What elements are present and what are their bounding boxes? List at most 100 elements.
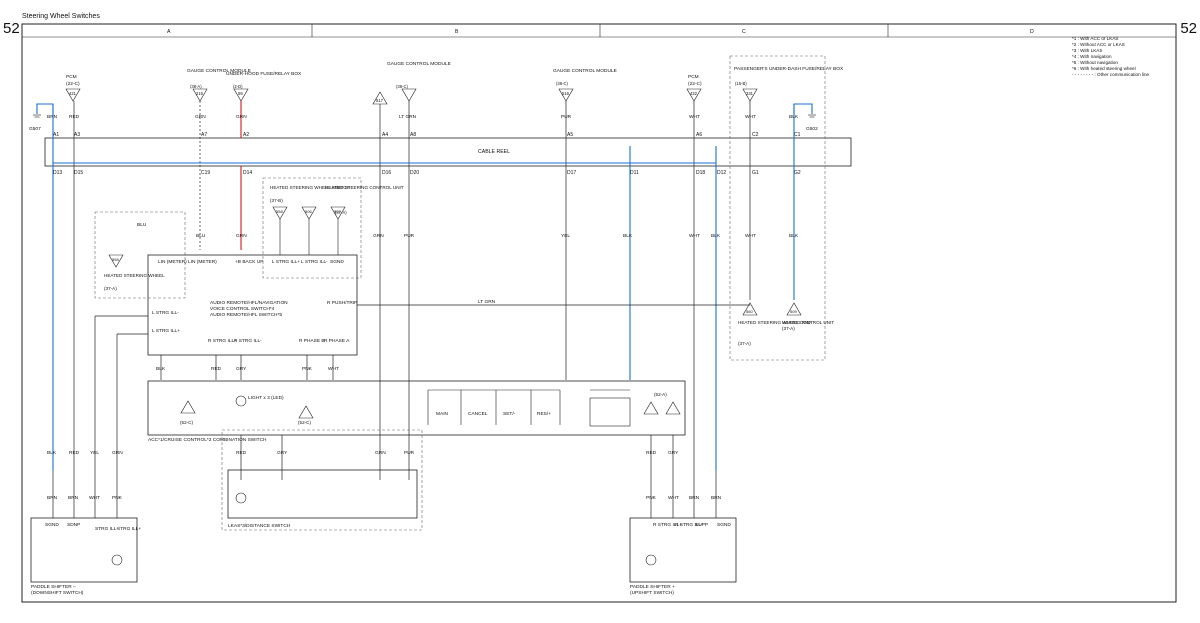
svg-text:UNDER-HOOD FUSE/RELAY BOX: UNDER-HOOD FUSE/RELAY BOX bbox=[226, 71, 302, 77]
cable-reel bbox=[44, 137, 852, 167]
svg-text:HEATED PAD: HEATED PAD bbox=[782, 320, 811, 325]
svg-text:(2-D): (2-D) bbox=[233, 84, 243, 89]
svg-text:LT GRN: LT GRN bbox=[478, 299, 496, 305]
svg-text:PUR: PUR bbox=[561, 114, 572, 120]
svg-text:GRY: GRY bbox=[668, 450, 679, 456]
svg-text:LIN (METER): LIN (METER) bbox=[188, 259, 217, 265]
svg-text:(38-C): (38-C) bbox=[556, 81, 568, 86]
combination-switch-label: ACC*1/CRUISE CONTROL*2 COMBINATION SWITC… bbox=[148, 437, 267, 443]
svg-text:BLK: BLK bbox=[47, 450, 57, 456]
svg-text:+B BACK UP: +B BACK UP bbox=[235, 259, 263, 265]
svg-text:*3 : With LKAS: *3 : With LKAS bbox=[1072, 48, 1102, 53]
svg-text:PADDLE SHIFTER –: PADDLE SHIFTER – bbox=[31, 584, 76, 590]
svg-text:RED: RED bbox=[69, 114, 80, 120]
combo-buttons: MAIN CANCEL SET/- RES/+ bbox=[436, 411, 551, 417]
svg-text:GAUGE CONTROL MODULE: GAUGE CONTROL MODULE bbox=[387, 61, 451, 67]
svg-text:C1: C1 bbox=[794, 132, 801, 138]
svg-text:BRN: BRN bbox=[689, 495, 700, 501]
page-number-right: 52 bbox=[1180, 20, 1197, 37]
svg-text:(38-A): (38-A) bbox=[190, 84, 202, 89]
svg-text:R STRG ILL-: R STRG ILL- bbox=[675, 522, 703, 528]
svg-text:L STRG ILL-: L STRG ILL- bbox=[152, 310, 179, 316]
svg-text:WHT: WHT bbox=[89, 495, 100, 501]
top-connectors bbox=[65, 88, 758, 105]
svg-text:BRN: BRN bbox=[47, 114, 58, 120]
column-label-d: D bbox=[1030, 29, 1034, 35]
svg-text:WHT: WHT bbox=[745, 233, 756, 239]
svg-text:D13: D13 bbox=[53, 170, 62, 176]
svg-text:(37-B): (37-B) bbox=[270, 198, 283, 203]
svg-text:D15: D15 bbox=[74, 170, 83, 176]
heated-unit-pin-a: 506 bbox=[305, 209, 312, 214]
svg-text:PUR: PUR bbox=[404, 450, 415, 456]
paddle-shifter-down bbox=[30, 517, 138, 583]
svg-text:YEL: YEL bbox=[561, 233, 570, 239]
svg-text:R PHASE A: R PHASE A bbox=[324, 338, 350, 344]
svg-text:WHT: WHT bbox=[668, 495, 679, 501]
svg-text:L STRG ILL+: L STRG ILL+ bbox=[272, 259, 300, 265]
audio-switch-wires bbox=[160, 355, 334, 380]
heated-pad-pin: 509 bbox=[790, 309, 797, 314]
svg-text:331: 331 bbox=[746, 91, 754, 96]
svg-text:GAUGE CONTROL MODULE: GAUGE CONTROL MODULE bbox=[187, 68, 251, 74]
heated-wheel-label: HEATED STEERING WHEEL bbox=[104, 273, 165, 278]
audio-remote-switch bbox=[147, 254, 358, 356]
heated-switch-box bbox=[262, 177, 362, 279]
svg-text:LT GRN: LT GRN bbox=[399, 114, 417, 120]
reel-top-pins: A1 A3 A7 A2 A4 A8 A5 A6 C2 C1 bbox=[53, 132, 801, 138]
svg-text:BLU: BLU bbox=[196, 233, 206, 239]
svg-text:(37-A): (37-A) bbox=[738, 341, 751, 346]
svg-text:59: 59 bbox=[238, 91, 243, 96]
svg-text:(22-C): (22-C) bbox=[66, 81, 80, 87]
svg-text:D20: D20 bbox=[410, 170, 419, 176]
svg-text:(DOWNSHIFT SWITCH): (DOWNSHIFT SWITCH) bbox=[31, 590, 84, 596]
reel-bottom-pins: D13 D15 C19 D14 D16 D20 D17 D11 D18 D12 … bbox=[53, 170, 801, 176]
svg-text:MAIN: MAIN bbox=[436, 411, 449, 417]
heated-wheel-pin: 558 bbox=[112, 257, 119, 262]
svg-text:SUPP: SUPP bbox=[695, 522, 708, 528]
svg-text:PNK: PNK bbox=[302, 366, 313, 372]
svg-text:BRN: BRN bbox=[711, 495, 722, 501]
svg-text:A4: A4 bbox=[382, 132, 388, 138]
heated-switch-connectors bbox=[272, 206, 346, 255]
svg-text:A5: A5 bbox=[567, 132, 573, 138]
diagram-frame bbox=[21, 23, 1177, 603]
svg-text:L STRG ILL+: L STRG ILL+ bbox=[152, 328, 180, 334]
combo-conn-c: (52-A) bbox=[654, 392, 667, 397]
ground-straps bbox=[36, 103, 813, 114]
svg-text:SET/-: SET/- bbox=[503, 411, 516, 417]
svg-text:517: 517 bbox=[376, 98, 384, 103]
svg-text:(37-A): (37-A) bbox=[782, 326, 795, 331]
heated-optional-box bbox=[729, 55, 826, 361]
svg-text:PNK: PNK bbox=[112, 495, 123, 501]
svg-text:422: 422 bbox=[690, 91, 698, 96]
lkas-distance-switch bbox=[227, 469, 418, 519]
heated-right-connectors bbox=[742, 302, 802, 316]
svg-text:RES/+: RES/+ bbox=[537, 411, 551, 417]
lower-wire-colors: RED GRY GRN PUR RED GRY BLK RED YEL GRN bbox=[47, 450, 679, 456]
svg-text:PNK: PNK bbox=[646, 495, 657, 501]
svg-text:SGND: SGND bbox=[45, 522, 59, 528]
svg-text:BLK: BLK bbox=[711, 233, 721, 239]
svg-text:RED: RED bbox=[211, 366, 222, 372]
svg-text:BLK: BLK bbox=[789, 114, 799, 120]
heated-control-unit-pin: 560 bbox=[746, 309, 753, 314]
svg-text:HEATED STEERING WHEEL SWITCH: HEATED STEERING WHEEL SWITCH bbox=[270, 185, 350, 190]
svg-text:HEATED STEERING WHEEL CONTROL: HEATED STEERING WHEEL CONTROL UNIT bbox=[738, 320, 834, 325]
svg-text:*5 : Without navigation: *5 : Without navigation bbox=[1072, 60, 1118, 65]
ground-left-label: G507 bbox=[29, 126, 41, 132]
svg-text:G1: G1 bbox=[752, 170, 759, 176]
led-icon bbox=[235, 395, 247, 407]
svg-text:C2: C2 bbox=[752, 132, 759, 138]
svg-text:*2 : Without ACC or LKAS: *2 : Without ACC or LKAS bbox=[1072, 42, 1125, 47]
column-label-a: A bbox=[167, 29, 171, 35]
heated-switch-labels: HEATED STEERING WHEEL SWITCH (37-B) HEAT… bbox=[270, 185, 404, 215]
paddle-up-labels: R STRG ILL+ R STRG ILL- SUPP SGND PADDLE… bbox=[630, 522, 731, 596]
svg-text:BLK: BLK bbox=[789, 233, 799, 239]
svg-text:SGND: SGND bbox=[717, 522, 731, 528]
paddle-wires bbox=[52, 470, 717, 518]
cable-reel-label: CABLE REEL bbox=[478, 149, 510, 155]
svg-text:A7: A7 bbox=[201, 132, 207, 138]
svg-text:D18: D18 bbox=[696, 170, 705, 176]
paddle-down-labels: SGND SDNP STRG ILL- STRG ILL+ PADDLE SHI… bbox=[31, 522, 141, 596]
